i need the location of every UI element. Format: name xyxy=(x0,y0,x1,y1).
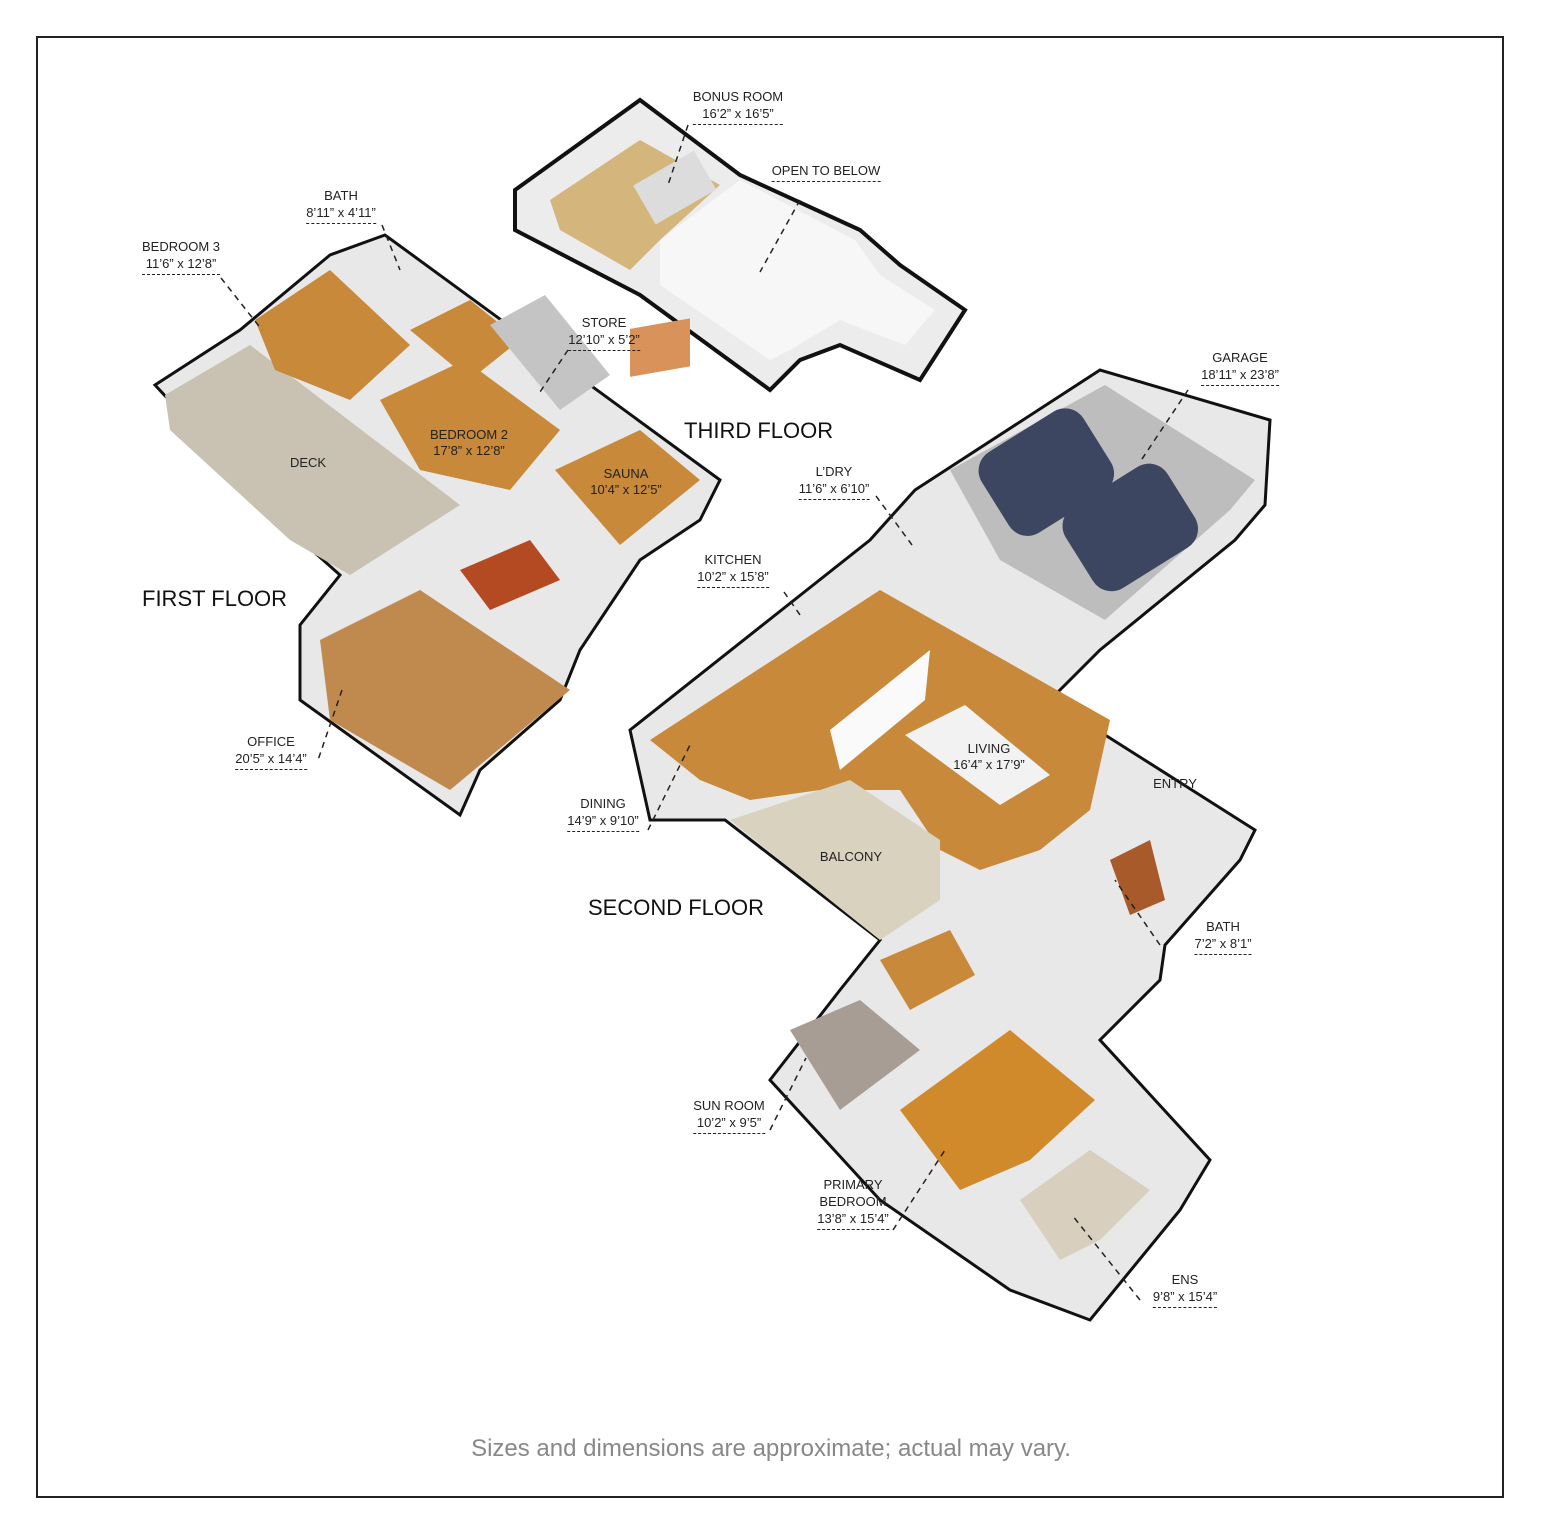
floor-label-third: THIRD FLOOR xyxy=(684,418,834,443)
room-label-bedroom3: BEDROOM 3 11’6” x 12’8” xyxy=(141,238,221,275)
room-dimensions: 10’2” x 15’8” xyxy=(697,568,769,588)
room-name: ENS xyxy=(1171,1272,1199,1287)
room-name: BATH xyxy=(324,188,358,203)
room-name: OFFICE xyxy=(247,734,295,749)
room-label-bedroom2: BEDROOM 2 17’8” x 12’8” xyxy=(430,427,508,459)
room-dimensions: 17’8” x 12’8” xyxy=(433,443,505,458)
room-name: GARAGE xyxy=(1212,350,1268,365)
room-dimensions: 12’10” x 5’2” xyxy=(568,331,640,351)
room-label-bonus-room: BONUS ROOM 16’2” x 16’5” xyxy=(692,88,784,125)
second-floor-plan xyxy=(628,368,1272,1322)
room-name-line2: BEDROOM xyxy=(819,1194,887,1209)
room-label-deck: DECK xyxy=(289,455,327,470)
page-frame xyxy=(36,36,1504,1498)
room-label-sun-room: SUN ROOM 10’2” x 9’5” xyxy=(693,1097,765,1134)
room-label-garage: GARAGE 18’11” x 23’8” xyxy=(1201,349,1279,386)
room-name: SAUNA xyxy=(603,466,649,481)
first-floor-plan xyxy=(152,233,722,818)
room-label-ens: ENS 9’8” x 15’4” xyxy=(1152,1271,1218,1308)
room-name: BATH xyxy=(1206,919,1240,934)
room-dimensions: 11’6” x 6’10” xyxy=(798,480,870,500)
room-name: L’DRY xyxy=(815,464,853,479)
disclaimer: Sizes and dimensions are approximate; ac… xyxy=(471,1435,1071,1462)
room-dimensions: 9’8” x 15’4” xyxy=(1152,1288,1218,1308)
room-label-dining: DINING 14’9” x 9’10” xyxy=(567,795,639,832)
room-label-balcony: BALCONY xyxy=(819,849,883,864)
room-name: BEDROOM 3 xyxy=(141,239,221,254)
balcony-floor xyxy=(730,780,940,940)
room-name: SUN ROOM xyxy=(693,1098,765,1113)
room-dimensions: 7’2” x 8’1” xyxy=(1194,935,1252,955)
room-label-kitchen: KITCHEN 10’2” x 15’8” xyxy=(697,551,769,588)
room-name: DINING xyxy=(580,796,626,811)
room-dimensions: 10’2” x 9’5” xyxy=(693,1114,765,1134)
room-label-primary-bedroom: PRIMARY BEDROOM 13’8” x 15’4” xyxy=(817,1176,889,1230)
floor-label-second: SECOND FLOOR xyxy=(588,895,765,920)
floor-label-first: FIRST FLOOR xyxy=(142,586,288,611)
room-dimensions: 13’8” x 15’4” xyxy=(817,1210,889,1230)
room-name: BONUS ROOM xyxy=(692,89,784,104)
room-label-laundry: L’DRY 11’6” x 6’10” xyxy=(798,463,870,500)
room-name-line1: PRIMARY xyxy=(823,1177,883,1192)
room-label-store: STORE 12’10” x 5’2” xyxy=(568,314,640,351)
room-label-entry: ENTRY xyxy=(1153,776,1197,791)
room-name: KITCHEN xyxy=(704,552,762,567)
room-label-living: LIVING 16’4” x 17’9” xyxy=(953,741,1025,773)
room-dimensions: 16’4” x 17’9” xyxy=(953,757,1025,772)
room-dimensions: 18’11” x 23’8” xyxy=(1201,366,1279,386)
room-dimensions: 8’11” x 4’11” xyxy=(306,204,376,224)
room-label-bath-second: BATH 7’2” x 8’1” xyxy=(1194,918,1252,955)
room-dimensions: 11’6” x 12’8” xyxy=(141,255,221,275)
deck-floor xyxy=(165,345,460,575)
room-dimensions: 10’4” x 12’5” xyxy=(590,482,662,497)
room-dimensions: 14’9” x 9’10” xyxy=(567,812,639,832)
room-name: BEDROOM 2 xyxy=(429,427,509,442)
room-name: LIVING xyxy=(967,741,1011,756)
room-dimensions: 20’5” x 14’4” xyxy=(235,750,307,770)
room-name: STORE xyxy=(581,315,627,330)
room-label-bath-first: BATH 8’11” x 4’11” xyxy=(306,187,376,224)
room-name: OPEN TO BELOW xyxy=(771,162,881,182)
room-dimensions: 16’2” x 16’5” xyxy=(692,105,784,125)
room-label-open-to-below: OPEN TO BELOW xyxy=(771,162,881,182)
room-label-sauna: SAUNA 10’4” x 12’5” xyxy=(590,466,662,498)
room-label-office: OFFICE 20’5” x 14’4” xyxy=(235,733,307,770)
